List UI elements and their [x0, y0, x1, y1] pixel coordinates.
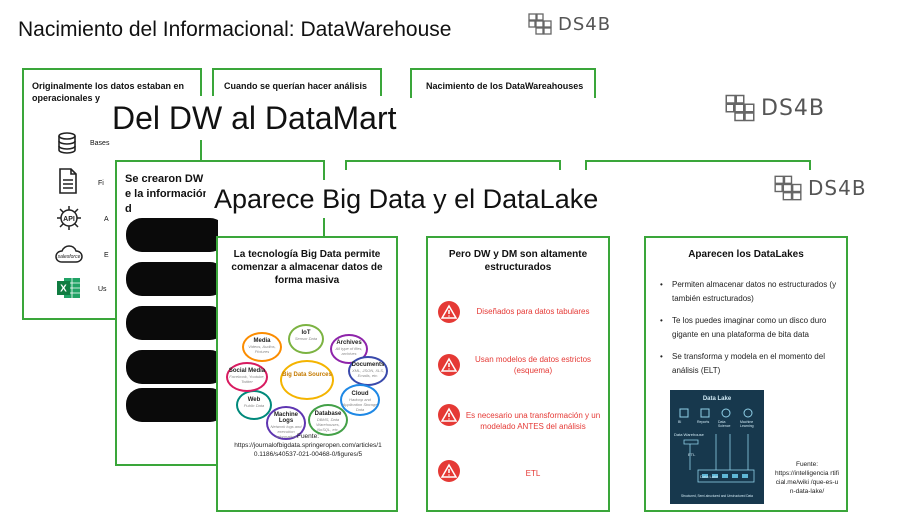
diagram-node-data-science: Data Science — [718, 420, 731, 428]
slide-1-card-2-text: Cuando se querían hacer análisis — [224, 81, 368, 91]
ds4b-logo-icon — [528, 13, 552, 35]
datalake-bullet-3: Se transforma y modela en el momento del… — [660, 350, 840, 378]
bubble-sub: Facebook, Youtube, Twitter — [229, 374, 265, 384]
database-stack-icon — [126, 218, 218, 422]
bigdata-source-link[interactable]: Fuente: https://journalofbigdata.springe… — [234, 433, 382, 458]
source-label-api: A — [104, 216, 109, 223]
bubble-center-label: Big Data Sources — [282, 372, 332, 378]
bubble-sub: All type of files, archives — [335, 346, 363, 356]
slide-1-title: Nacimiento del Informacional: DataWareho… — [18, 18, 452, 41]
warning-icon — [438, 460, 460, 482]
bubble-sub: Network logs and execution information — [270, 424, 302, 439]
bubble-machine-logs: Machine Logs Network logs and execution … — [266, 406, 306, 440]
bubble-label: IoT — [301, 330, 311, 336]
bubble-label: Cloud — [351, 391, 369, 397]
bubble-documents: Documents XML, JSON, XLS, Emails, etc. — [348, 356, 388, 386]
ds4b-logo-3: DS4B — [774, 175, 867, 201]
diagram-node-ml: Machine Learning — [740, 420, 754, 428]
datalake-card-title: Aparecen los DataLakes — [688, 249, 804, 260]
slide-1-card-2: Cuando se querían hacer análisis — [212, 68, 382, 98]
diagram-footer: Structured, Semi-structured and Unstruct… — [681, 494, 753, 498]
diagram-node-bi: BI — [678, 420, 682, 424]
ds4b-logo-text: DS4B — [761, 95, 825, 121]
source-label-salesforce: E — [104, 252, 109, 259]
bubble-label: Web — [247, 397, 261, 403]
datalake-diagram-icons — [679, 408, 753, 418]
slide-1-card-3-text: Nacimiento de los DataWareahouses — [426, 81, 584, 91]
bubble-label: Media — [253, 338, 271, 344]
diagram-lake-label: Data Lake — [700, 474, 719, 479]
ds4b-logo-text: DS4B — [808, 176, 867, 200]
excel-icon: X — [57, 278, 80, 298]
warning-label: Usan modelos de datos estrictos (esquema… — [474, 355, 592, 375]
bubble-sub: DBMS, Data Warehouses, NoSQL, etc. — [316, 417, 340, 432]
bubble-web: Web Public Data — [236, 390, 272, 420]
datalake-bullet-1: Permiten almacenar datos no estructurado… — [660, 278, 840, 306]
bigdata-card: La tecnología Big Data permite comenzar … — [216, 236, 398, 512]
bubble-sub: Videos, Audios, Pictures — [248, 344, 276, 354]
salesforce-cloud-icon: salesforce — [55, 245, 83, 263]
bubble-sub: Hadoop and Application Storage Data — [342, 397, 378, 412]
ds4b-logo-1: DS4B — [528, 13, 611, 35]
diagram-etl-label: ETL — [688, 452, 696, 457]
ds4b-logo-icon — [725, 94, 755, 122]
excel-icon-text: X — [60, 284, 67, 295]
ds4b-logo-2: DS4B — [725, 94, 825, 122]
slide-2-title: Del DW al DataMart — [104, 96, 405, 140]
database-icon — [58, 132, 76, 154]
datalake-bullet-2: Te los puedes imaginar como un disco dur… — [660, 314, 840, 342]
diagram-node-reports: Reports — [697, 420, 710, 424]
slide-3-title: Aparece Big Data y el DataLake — [206, 180, 607, 218]
bubble-sub: Public Data — [243, 403, 265, 408]
datalake-card: Aparecen los DataLakes Permiten almacena… — [644, 236, 848, 512]
slide-1-card-1-text: Originalmente los datos estaban en opera… — [32, 81, 185, 103]
bubble-social-media: Social Media Facebook, Youtube, Twitter — [226, 362, 268, 392]
warning-icon — [438, 301, 460, 323]
bubble-label: Documents — [351, 362, 385, 368]
datalake-diagram-flows — [683, 434, 755, 483]
slide-2-card-1-text: Se crearon DW e la información d — [125, 173, 210, 215]
source-label-excel: Us — [98, 286, 107, 293]
warning-icon — [438, 354, 460, 376]
salesforce-icon-text: salesforce — [58, 254, 81, 260]
ds4b-logo-icon — [774, 175, 802, 201]
source-label-files: Fi — [98, 180, 104, 187]
warning-label: ETL — [525, 469, 541, 478]
diagram-warehouse-label: Data Warehouse — [674, 432, 704, 437]
bigdata-card-title: La tecnología Big Data permite comenzar … — [231, 249, 383, 286]
bubble-database: Database DBMS, Data Warehouses, NoSQL, e… — [308, 404, 348, 436]
warning-item-1: Diseñados para datos tabulares — [428, 298, 608, 334]
warning-item-4: ETL — [428, 456, 608, 486]
warning-label: Es necesario una transformación y un mod… — [465, 411, 601, 431]
warning-icon — [438, 404, 460, 426]
ds4b-logo-text: DS4B — [558, 13, 612, 35]
bubble-label: Database — [314, 411, 342, 417]
slide-1-card-3: Nacimiento de los DataWareahouses — [410, 68, 596, 98]
bubble-center: Big Data Sources — [280, 360, 334, 400]
api-gear-icon: API — [57, 206, 81, 230]
bubble-media: Media Videos, Audios, Pictures — [242, 332, 282, 362]
datalake-diagram: Data Lake BI Reports Data Science Machin… — [670, 390, 764, 504]
warning-item-2: Usan modelos de datos estrictos (esquema… — [428, 350, 608, 386]
datalake-diagram-title: Data Lake — [702, 396, 732, 402]
file-icon — [59, 168, 77, 194]
bubble-label: Machine Logs — [273, 412, 298, 424]
slide-2-card-3-edge — [585, 160, 811, 170]
slide-2-card-2-edge — [345, 160, 561, 170]
structured-card: Pero DW y DM son altamente estructurados… — [426, 236, 610, 512]
datalake-source-link[interactable]: Fuente: https://intelligencia rtificial.… — [775, 461, 839, 495]
bubble-sub: XML, JSON, XLS, Emails, etc. — [351, 368, 384, 378]
bubble-sub: Sensor Data — [294, 336, 318, 341]
warning-item-3: Es necesario una transformación y un mod… — [428, 402, 608, 446]
warning-label: Diseñados para datos tabulares — [476, 307, 590, 316]
bubble-label: Archives — [336, 340, 362, 346]
source-label-databases: Bases — [90, 140, 110, 147]
bubble-cloud: Cloud Hadoop and Application Storage Dat… — [340, 384, 380, 416]
bigdata-sources-diagram: Big Data Sources IoT Sensor Data Archive… — [226, 322, 390, 440]
bubble-label: Social Media — [228, 368, 266, 374]
api-icon-text: API — [63, 216, 75, 223]
bubble-iot: IoT Sensor Data — [288, 324, 324, 354]
structured-card-title: Pero DW y DM son altamente estructurados — [448, 249, 588, 273]
